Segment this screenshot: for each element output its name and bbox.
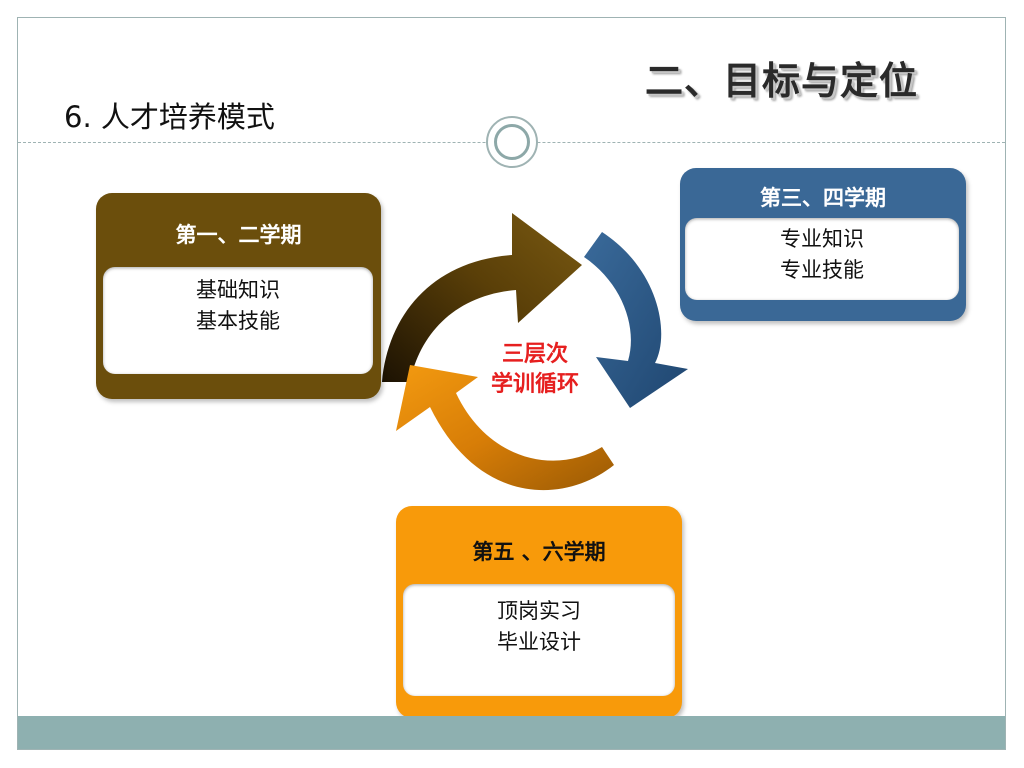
stage-item: 专业技能 [780,258,864,282]
stage-heading: 第三、四学期 [760,186,886,210]
center-label-line-2: 学训循环 [490,372,579,397]
stage-box-semester-3-4: 第三、四学期 专业知识 专业技能 [680,168,966,321]
slide-title: 二、目标与定位 [645,59,919,103]
stage-item: 基础知识 [196,278,280,302]
stage-content: 专业知识 专业技能 [685,218,959,300]
cycle-arrow-blue [584,232,688,408]
stage-heading: 第一、二学期 [175,223,302,247]
stage-item: 顶岗实习 [497,599,581,623]
stage-content: 顶岗实习 毕业设计 [403,584,675,696]
cycle-arrow-brown [382,213,582,382]
slide-subtitle: 6. 人才培养模式 [64,100,275,134]
ring-ornament-icon [486,116,538,168]
stage-heading: 第五 、六学期 [472,540,606,564]
ring-ornament-inner [494,124,530,160]
stage-item: 专业知识 [780,227,864,251]
cycle-center-label: 三层次 学训循环 [455,340,615,400]
footer-bar [18,716,1005,749]
cycle-arrow-orange [396,365,614,491]
cycle-arrows [382,213,688,491]
stage-box-semester-1-2: 第一、二学期 基础知识 基本技能 [96,193,381,399]
stage-item: 基本技能 [196,309,280,333]
stage-content: 基础知识 基本技能 [103,267,373,374]
center-label-line-1: 三层次 [501,342,568,367]
stage-item: 毕业设计 [497,630,581,654]
stage-box-semester-5-6: 第五 、六学期 顶岗实习 毕业设计 [396,506,682,718]
